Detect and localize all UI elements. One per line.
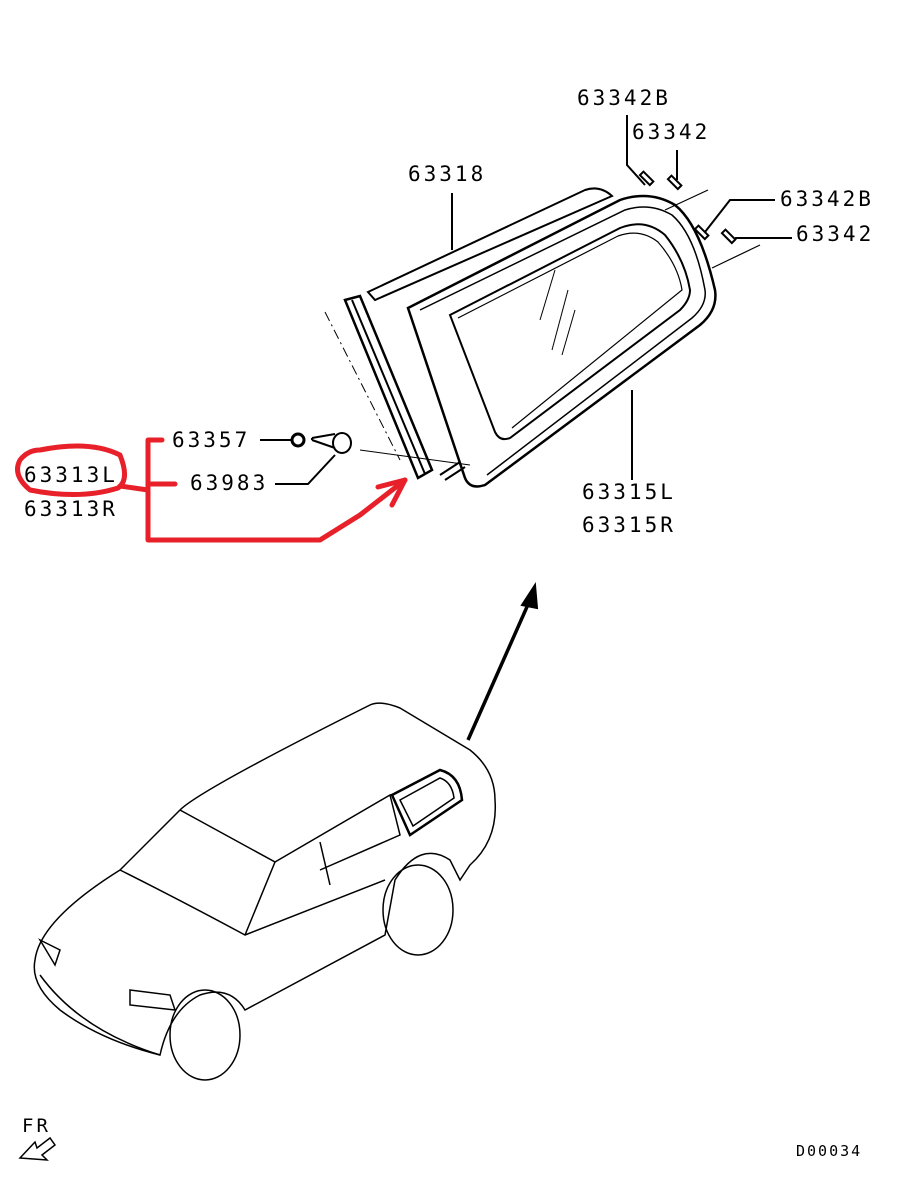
- label-63315R: 63315R: [582, 513, 676, 537]
- red-markup: [15, 437, 408, 543]
- label-63357: 63357: [172, 428, 251, 452]
- quarter-glass-63315: [406, 194, 717, 488]
- clip-63983: [311, 433, 336, 449]
- label-63983: 63983: [190, 471, 269, 495]
- leader-lines: [260, 115, 792, 485]
- vehicle-illustration: [33, 702, 497, 1081]
- label-63342B-right: 63342B: [780, 187, 874, 211]
- front-label: FR: [22, 1115, 51, 1137]
- weatherstrip-63313: [343, 294, 434, 480]
- label-63318: 63318: [408, 162, 487, 186]
- label-63342-right: 63342: [796, 222, 875, 246]
- pointer-arrow: [466, 599, 532, 741]
- highlight-circle: [15, 443, 127, 497]
- front-arrow-icon: [18, 1136, 57, 1161]
- label-63342-top: 63342: [632, 120, 711, 144]
- diagram-code: D00034: [796, 1142, 863, 1160]
- molding-63318: [366, 187, 614, 302]
- label-63315L: 63315L: [582, 480, 676, 504]
- nut-63357: [290, 432, 306, 448]
- highlight-bracket: [145, 437, 408, 543]
- label-63313R: 63313R: [24, 497, 118, 521]
- label-63342B-top: 63342B: [577, 86, 671, 110]
- label-63313L: 63313L: [24, 463, 118, 487]
- clip-icons: [638, 170, 737, 245]
